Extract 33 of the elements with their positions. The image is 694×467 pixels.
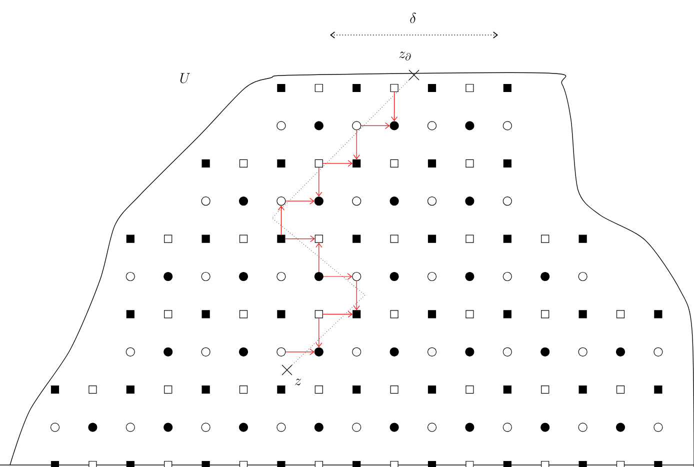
lattice-circle [314, 347, 324, 356]
arrow [316, 167, 322, 197]
arrow [316, 242, 322, 272]
lattice-circle [352, 121, 362, 130]
arrow [391, 92, 398, 122]
point-label: $z_\partial$ [399, 52, 411, 60]
lattice-square [314, 234, 323, 243]
point-label: $z$ [295, 378, 302, 386]
arrow [360, 122, 390, 129]
arrow [278, 206, 284, 236]
lattice-square [314, 310, 323, 318]
arrow [353, 280, 360, 310]
lattice-circle [352, 272, 362, 282]
arrow [322, 160, 353, 167]
lattice-circle [276, 196, 286, 206]
lattice-circle [390, 121, 399, 130]
lattice-square [277, 234, 286, 243]
lattice-square [352, 159, 361, 168]
arrow [284, 236, 315, 242]
arrow [285, 198, 314, 204]
lattice-circle [276, 347, 286, 356]
region-label: $U$ [180, 73, 190, 84]
lattice-square [352, 310, 361, 318]
arrow [323, 273, 352, 280]
lattice-square [314, 159, 323, 168]
lattice-circle [314, 196, 324, 206]
arrow [316, 318, 322, 348]
lattice-circle [314, 272, 324, 282]
arrow [322, 310, 353, 318]
dimension-label: $\delta$ [410, 12, 416, 24]
arrow [353, 130, 360, 160]
arrow [285, 348, 314, 356]
lattice-square [390, 84, 398, 92]
